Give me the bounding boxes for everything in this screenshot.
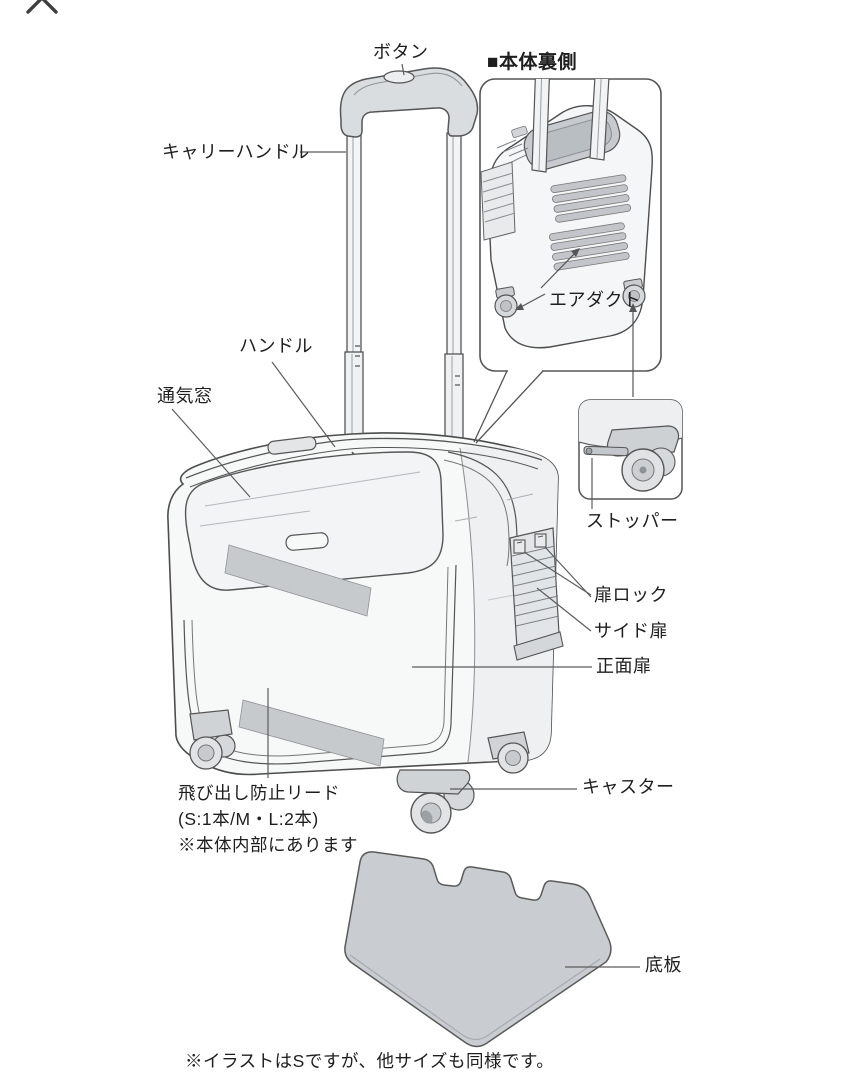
label-side-door: サイド扉 [594, 621, 668, 641]
trolley-handle [339, 67, 479, 459]
grip-band-lower [238, 699, 385, 767]
close-icon[interactable] [24, 0, 60, 17]
front-door-zipper [183, 564, 457, 765]
air-duct-lower [548, 222, 630, 271]
side-door [509, 527, 564, 661]
label-back-view-title: ■本体裏側 [487, 52, 577, 73]
door-locks [513, 533, 547, 554]
label-leash-line3: ※本体内部にあります [178, 835, 358, 855]
leader-lines [171, 63, 640, 968]
label-leash-line2: (S:1本/M・L:2本) [178, 809, 319, 829]
label-caster: キャスター [582, 777, 675, 797]
label-air-duct: エアダクト [549, 290, 642, 310]
caster-rear-right [487, 731, 530, 774]
inset-stopper [578, 399, 683, 500]
air-duct-arrows [515, 248, 637, 397]
label-bottom-board: 底板 [645, 955, 682, 975]
label-front-door: 正面扉 [596, 656, 652, 676]
label-button: ボタン [373, 42, 429, 62]
caster-front-center [396, 769, 475, 834]
air-duct-upper [550, 174, 632, 223]
label-leash: 飛び出し防止リード (S:1本/M・L:2本) ※本体内部にあります [178, 780, 358, 858]
caster-front-left [189, 709, 236, 770]
label-footnote: ※イラストはSですが、他サイズも同様です。 [185, 1051, 555, 1071]
handle-release-button [383, 70, 415, 84]
label-carry-handle: キャリーハンドル [162, 142, 310, 162]
top-grip-handle [267, 436, 317, 455]
grip-band-upper [224, 544, 372, 617]
stopper-lever [583, 445, 629, 457]
telescopic-poles [344, 129, 464, 459]
label-leash-line1: 飛び出し防止リード [178, 783, 340, 803]
label-door-lock: 扉ロック [594, 585, 668, 605]
bottom-board [344, 851, 612, 1048]
label-vent-window: 通気窓 [157, 386, 213, 406]
inset-back-view [473, 78, 662, 444]
pocket-slot-handle [285, 532, 329, 551]
label-handle: ハンドル [239, 336, 313, 356]
label-stopper: ストッパー [586, 511, 679, 531]
side-door-flap [513, 631, 564, 661]
carrier-body [167, 432, 564, 834]
